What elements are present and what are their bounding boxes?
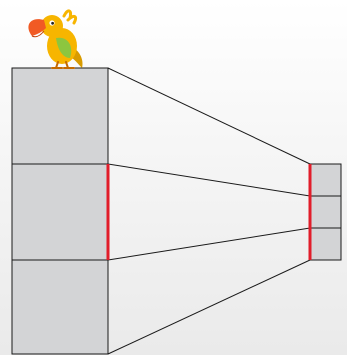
left-block-cell-middle [12, 164, 108, 260]
projection-lines [108, 68, 310, 354]
projection-line-bottom [108, 260, 310, 354]
bird-icon [28, 11, 82, 68]
highlight-markers [108, 164, 310, 260]
projection-line-lower-mid [108, 228, 310, 260]
right-block-cell-middle [310, 196, 341, 228]
right-block [310, 164, 341, 260]
right-block-cell-bottom [310, 228, 341, 260]
left-block [12, 68, 108, 354]
projection-line-top [108, 68, 310, 164]
left-block-cell-top [12, 68, 108, 164]
right-block-cell-top [310, 164, 341, 196]
left-block-cell-bottom [12, 260, 108, 354]
projection-line-upper-mid [108, 164, 310, 196]
